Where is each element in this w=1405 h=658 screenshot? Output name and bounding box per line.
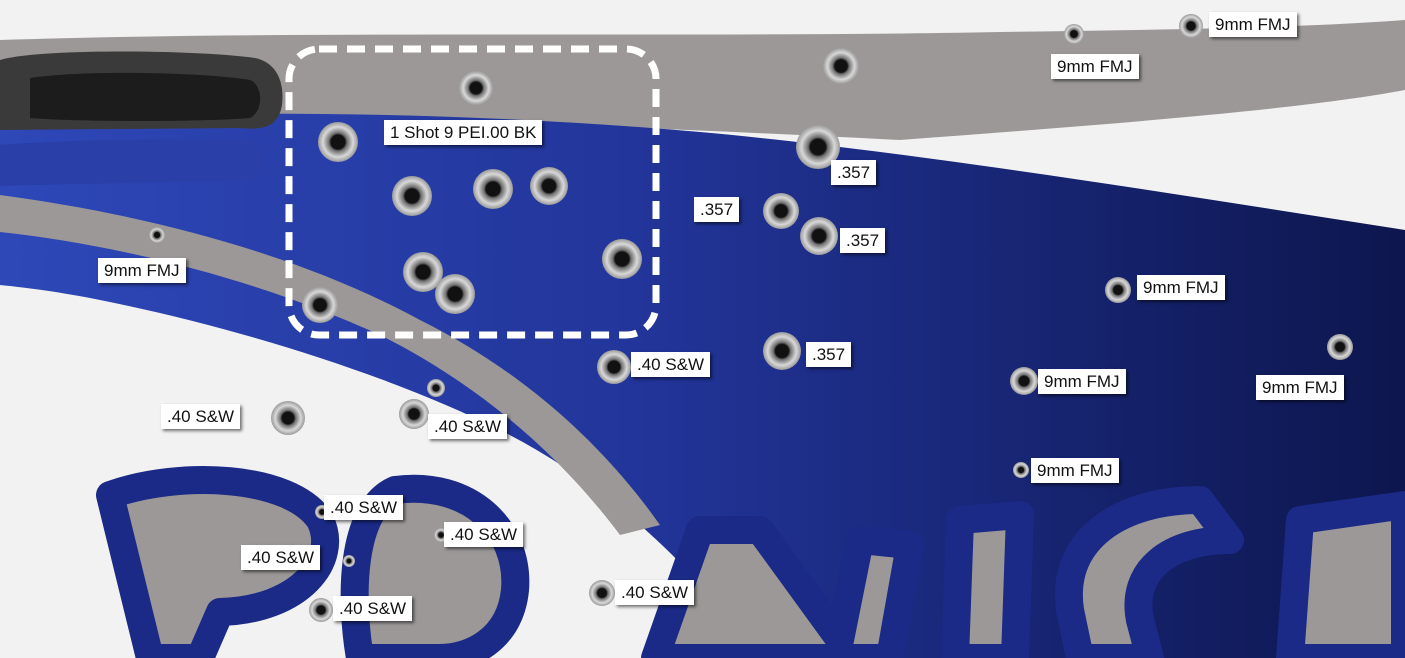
caliber-label: .357	[840, 228, 886, 253]
bullet-hole-icon	[403, 252, 443, 292]
caliber-label: .40 S&W	[615, 580, 695, 605]
lower-gray-stripe	[0, 195, 660, 535]
blue-stripe	[0, 113, 1405, 658]
bullet-hole-icon	[1179, 14, 1203, 38]
caliber-label: .357	[831, 160, 877, 185]
bullet-hole-icon	[309, 598, 333, 622]
bullet-hole-icon	[1064, 24, 1084, 44]
bullet-hole-icon	[302, 287, 338, 323]
caliber-label: .357	[694, 197, 740, 222]
bullet-hole-icon	[763, 193, 799, 229]
bullet-hole-icon	[823, 48, 859, 84]
caliber-label: 9mm FMJ	[98, 258, 186, 283]
bullet-hole-icon	[763, 332, 801, 370]
bullet-hole-icon	[435, 274, 475, 314]
caliber-label: .40 S&W	[324, 495, 404, 520]
bullet-hole-icon	[271, 401, 305, 435]
bullet-hole-icon	[1105, 277, 1131, 303]
bullet-hole-icon	[800, 217, 838, 255]
bullet-hole-icon	[318, 122, 358, 162]
bullet-hole-icon	[597, 350, 631, 384]
caliber-label: .40 S&W	[631, 352, 711, 377]
bullet-hole-icon	[343, 555, 355, 567]
caliber-label: 9mm FMJ	[1209, 12, 1297, 37]
caliber-label: 9mm FMJ	[1051, 54, 1139, 79]
bullet-hole-icon	[1013, 462, 1029, 478]
shot-group-label: 1 Shot 9 PEI.00 BK	[384, 120, 543, 145]
caliber-label: .357	[806, 342, 852, 367]
bullet-hole-icon	[149, 227, 165, 243]
bullet-hole-icon	[796, 125, 840, 169]
caliber-label: .40 S&W	[444, 522, 524, 547]
shot-group-box	[285, 45, 660, 339]
caliber-label: .40 S&W	[428, 414, 508, 439]
bullet-hole-icon	[602, 239, 642, 279]
bullet-hole-icon	[1327, 334, 1353, 360]
caliber-label: .40 S&W	[241, 545, 321, 570]
bullet-hole-icon	[1010, 367, 1038, 395]
bullet-hole-icon	[392, 176, 432, 216]
bullet-hole-icon	[473, 169, 513, 209]
caliber-label: .40 S&W	[333, 596, 413, 621]
caliber-label: .40 S&W	[161, 404, 241, 429]
bullet-hole-icon	[427, 379, 445, 397]
bullet-hole-icon	[589, 580, 615, 606]
bullet-hole-icon	[530, 167, 568, 205]
bullet-hole-icon	[459, 71, 493, 105]
caliber-label: 9mm FMJ	[1137, 275, 1225, 300]
bullet-holes	[149, 14, 1353, 622]
bullet-hole-icon	[399, 399, 429, 429]
caliber-label: 9mm FMJ	[1031, 458, 1119, 483]
door-handle-icon	[0, 51, 283, 186]
caliber-label: 9mm FMJ	[1038, 369, 1126, 394]
caliber-label: 9mm FMJ	[1256, 375, 1344, 400]
